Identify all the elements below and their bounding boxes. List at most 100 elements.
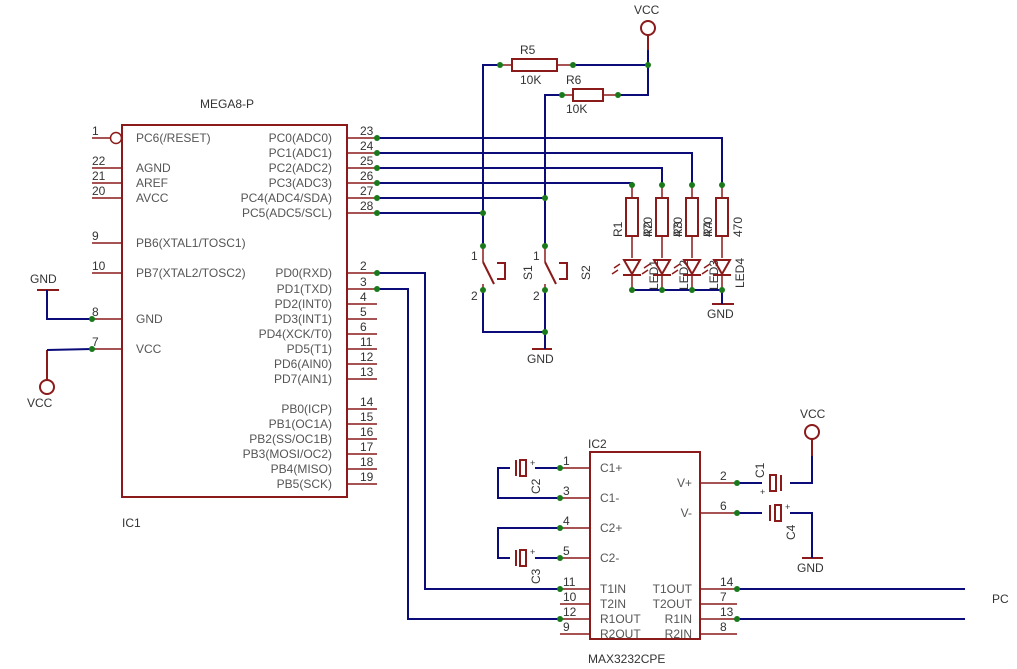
s1-ref: S1 [521, 265, 535, 280]
r1-ref: R1 [611, 221, 625, 237]
s2-pin2: 2 [533, 289, 540, 303]
ic2-pin-name: R2OUT [600, 627, 641, 641]
svg-text:+: + [530, 458, 535, 468]
ic2-pin-name: V- [681, 506, 692, 520]
resistor-r6[interactable]: R6 10K [562, 73, 618, 116]
ic2-pin-number: 12 [563, 605, 577, 619]
resistor-r2[interactable]: R2 470 [641, 185, 685, 258]
ic1-pin-name: PB0(ICP) [281, 402, 332, 416]
capacitor-c3[interactable]: + C3 [515, 547, 543, 584]
ic1-pin-number: 7 [92, 335, 99, 349]
ic2-pin-name: T2OUT [653, 597, 693, 611]
switch-s1[interactable]: 1 2 S1 [471, 246, 535, 303]
ic1-pin-name: PD6(AIN0) [274, 357, 332, 371]
ic1-pin-number: 4 [360, 290, 367, 304]
ic1-pin-name: PC2(ADC2) [269, 161, 332, 175]
resistor-r3[interactable]: R3 470 [671, 185, 715, 258]
ic1-pin-name: PB5(SCK) [277, 477, 332, 491]
ic2-pin-name: T2IN [600, 597, 626, 611]
c3-ref: C3 [529, 568, 543, 584]
vcc-ic2-label: VCC [800, 407, 826, 421]
ic1-pin-name: AGND [136, 161, 171, 175]
resistor-r4[interactable]: R4 470 [701, 185, 745, 258]
led-4[interactable]: LED4 [701, 258, 747, 290]
ic1-pin-number: 5 [360, 305, 367, 319]
pc-connector-label: PC [992, 592, 1009, 606]
ic2-pin-name: V+ [677, 476, 692, 490]
ic2-pin-name: C1+ [600, 461, 622, 475]
ic2-pin-2[interactable]: 2V+ [677, 469, 737, 490]
gnd-ic2: GND [797, 557, 824, 575]
capacitor-c2[interactable]: + C2 [515, 458, 543, 494]
ic1-pin-name: PC5(ADC5/SCL) [242, 206, 332, 220]
resistor-r5[interactable]: R5 10K [500, 43, 573, 87]
ic2-pin-6[interactable]: 6V- [681, 499, 737, 520]
ic1-pin-name: PD1(TXD) [277, 282, 332, 296]
wires [46, 50, 965, 620]
switch-s2[interactable]: 1 2 S2 [533, 246, 593, 303]
ic1-pin-name: VCC [136, 342, 162, 356]
ic2-pin-number: 6 [720, 499, 727, 513]
svg-text:+: + [785, 502, 790, 512]
gnd-left: GND [30, 272, 59, 320]
r5-value: 10K [520, 73, 541, 87]
ic1-pin-number: 14 [360, 395, 374, 409]
ic2-pin-number: 2 [720, 469, 727, 483]
gnd-switches: GND [527, 348, 554, 366]
svg-text:+: + [530, 547, 535, 557]
vcc-top-label: VCC [634, 3, 660, 17]
gnd-switches-label: GND [527, 352, 554, 366]
gnd-leds-label: GND [707, 307, 734, 321]
vcc-top: VCC [634, 3, 660, 50]
ic1-pin-number: 11 [360, 335, 373, 349]
resistor-r1[interactable]: R1 470 [611, 185, 655, 258]
capacitor-c1[interactable]: + C1 [753, 462, 782, 497]
r6-ref: R6 [566, 73, 582, 87]
capacitor-c4[interactable]: + C4 [769, 502, 798, 540]
vcc-left: VCC [27, 350, 55, 410]
